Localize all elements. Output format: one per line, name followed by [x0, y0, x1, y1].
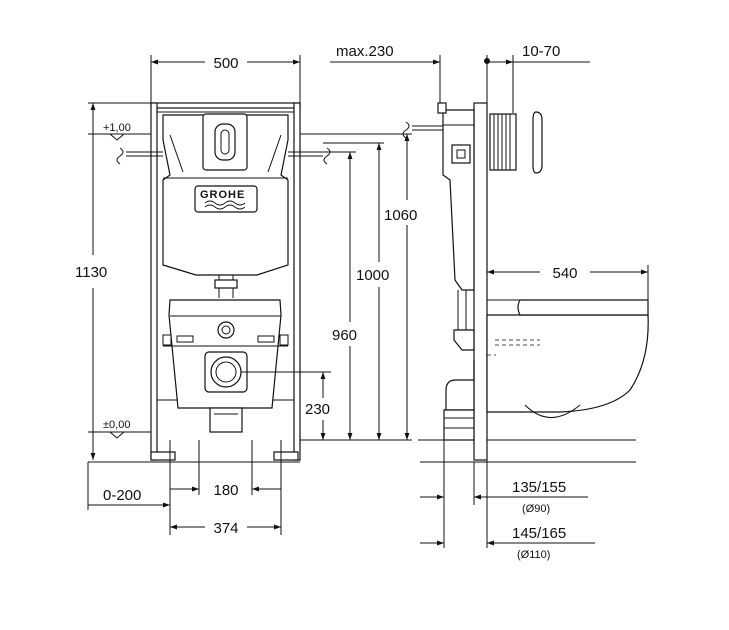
dim-10-70-label: 10-70: [522, 43, 560, 60]
dim-width-374: 374: [169, 440, 282, 537]
wc-pan-front: [162, 299, 289, 433]
level-plus: +1,00: [88, 122, 151, 141]
side-cistern: [402, 102, 475, 291]
dim-540-label: 540: [552, 265, 577, 282]
dim-374-label: 374: [213, 520, 238, 537]
dim-height-1130: 1130: [75, 102, 151, 460]
dim-length-540: 540: [487, 265, 649, 300]
dim-500-label: 500: [213, 55, 238, 72]
wc-pan-side: [486, 299, 649, 418]
dim-height-1060: 1060: [300, 133, 417, 440]
dim-height-230: 230: [241, 371, 412, 441]
front-frame: [150, 102, 301, 461]
dia-90-label: (Ø90): [522, 503, 550, 515]
dim-230-label: 230: [305, 401, 330, 418]
dim-960-label: 960: [332, 327, 357, 344]
flush-pipe: [214, 275, 238, 298]
dim-145-165: 145/165 (Ø110): [420, 462, 595, 561]
dim-1060-label: 1060: [384, 207, 417, 224]
dim-width-180: 180: [170, 440, 281, 499]
dim-1130-label: 1130: [75, 264, 107, 281]
side-pipes: [443, 290, 475, 441]
dim-depth-10-70: 10-70: [487, 43, 590, 113]
dim-1000-label: 1000: [356, 267, 389, 284]
dim-height-960: 960: [323, 151, 357, 440]
dim-offset-0-200: 0-200: [87, 462, 171, 510]
level-zero: ±0,00: [88, 419, 151, 439]
dim-135-155-label: 135/155: [512, 479, 566, 496]
flush-plate: [202, 113, 248, 171]
side-flush-plate: [489, 111, 543, 174]
dia-110-label: (Ø110): [517, 549, 550, 561]
dim-max230-label: max.230: [336, 43, 394, 60]
level-plus-label: +1,00: [103, 122, 131, 134]
logo-text: GROHE: [200, 189, 245, 201]
dim-180-label: 180: [213, 482, 238, 499]
dim-depth-max230: max.230: [330, 43, 508, 103]
dim-width-500: 500: [150, 55, 301, 103]
dim-135-155: 135/155 (Ø90): [420, 440, 588, 548]
dim-145-165-label: 145/165: [512, 525, 566, 542]
dim-height-1000: 1000: [323, 142, 389, 440]
grohe-logo: GROHE: [194, 185, 258, 213]
dim-0-200-label: 0-200: [103, 487, 141, 504]
level-zero-label: ±0,00: [103, 419, 130, 431]
